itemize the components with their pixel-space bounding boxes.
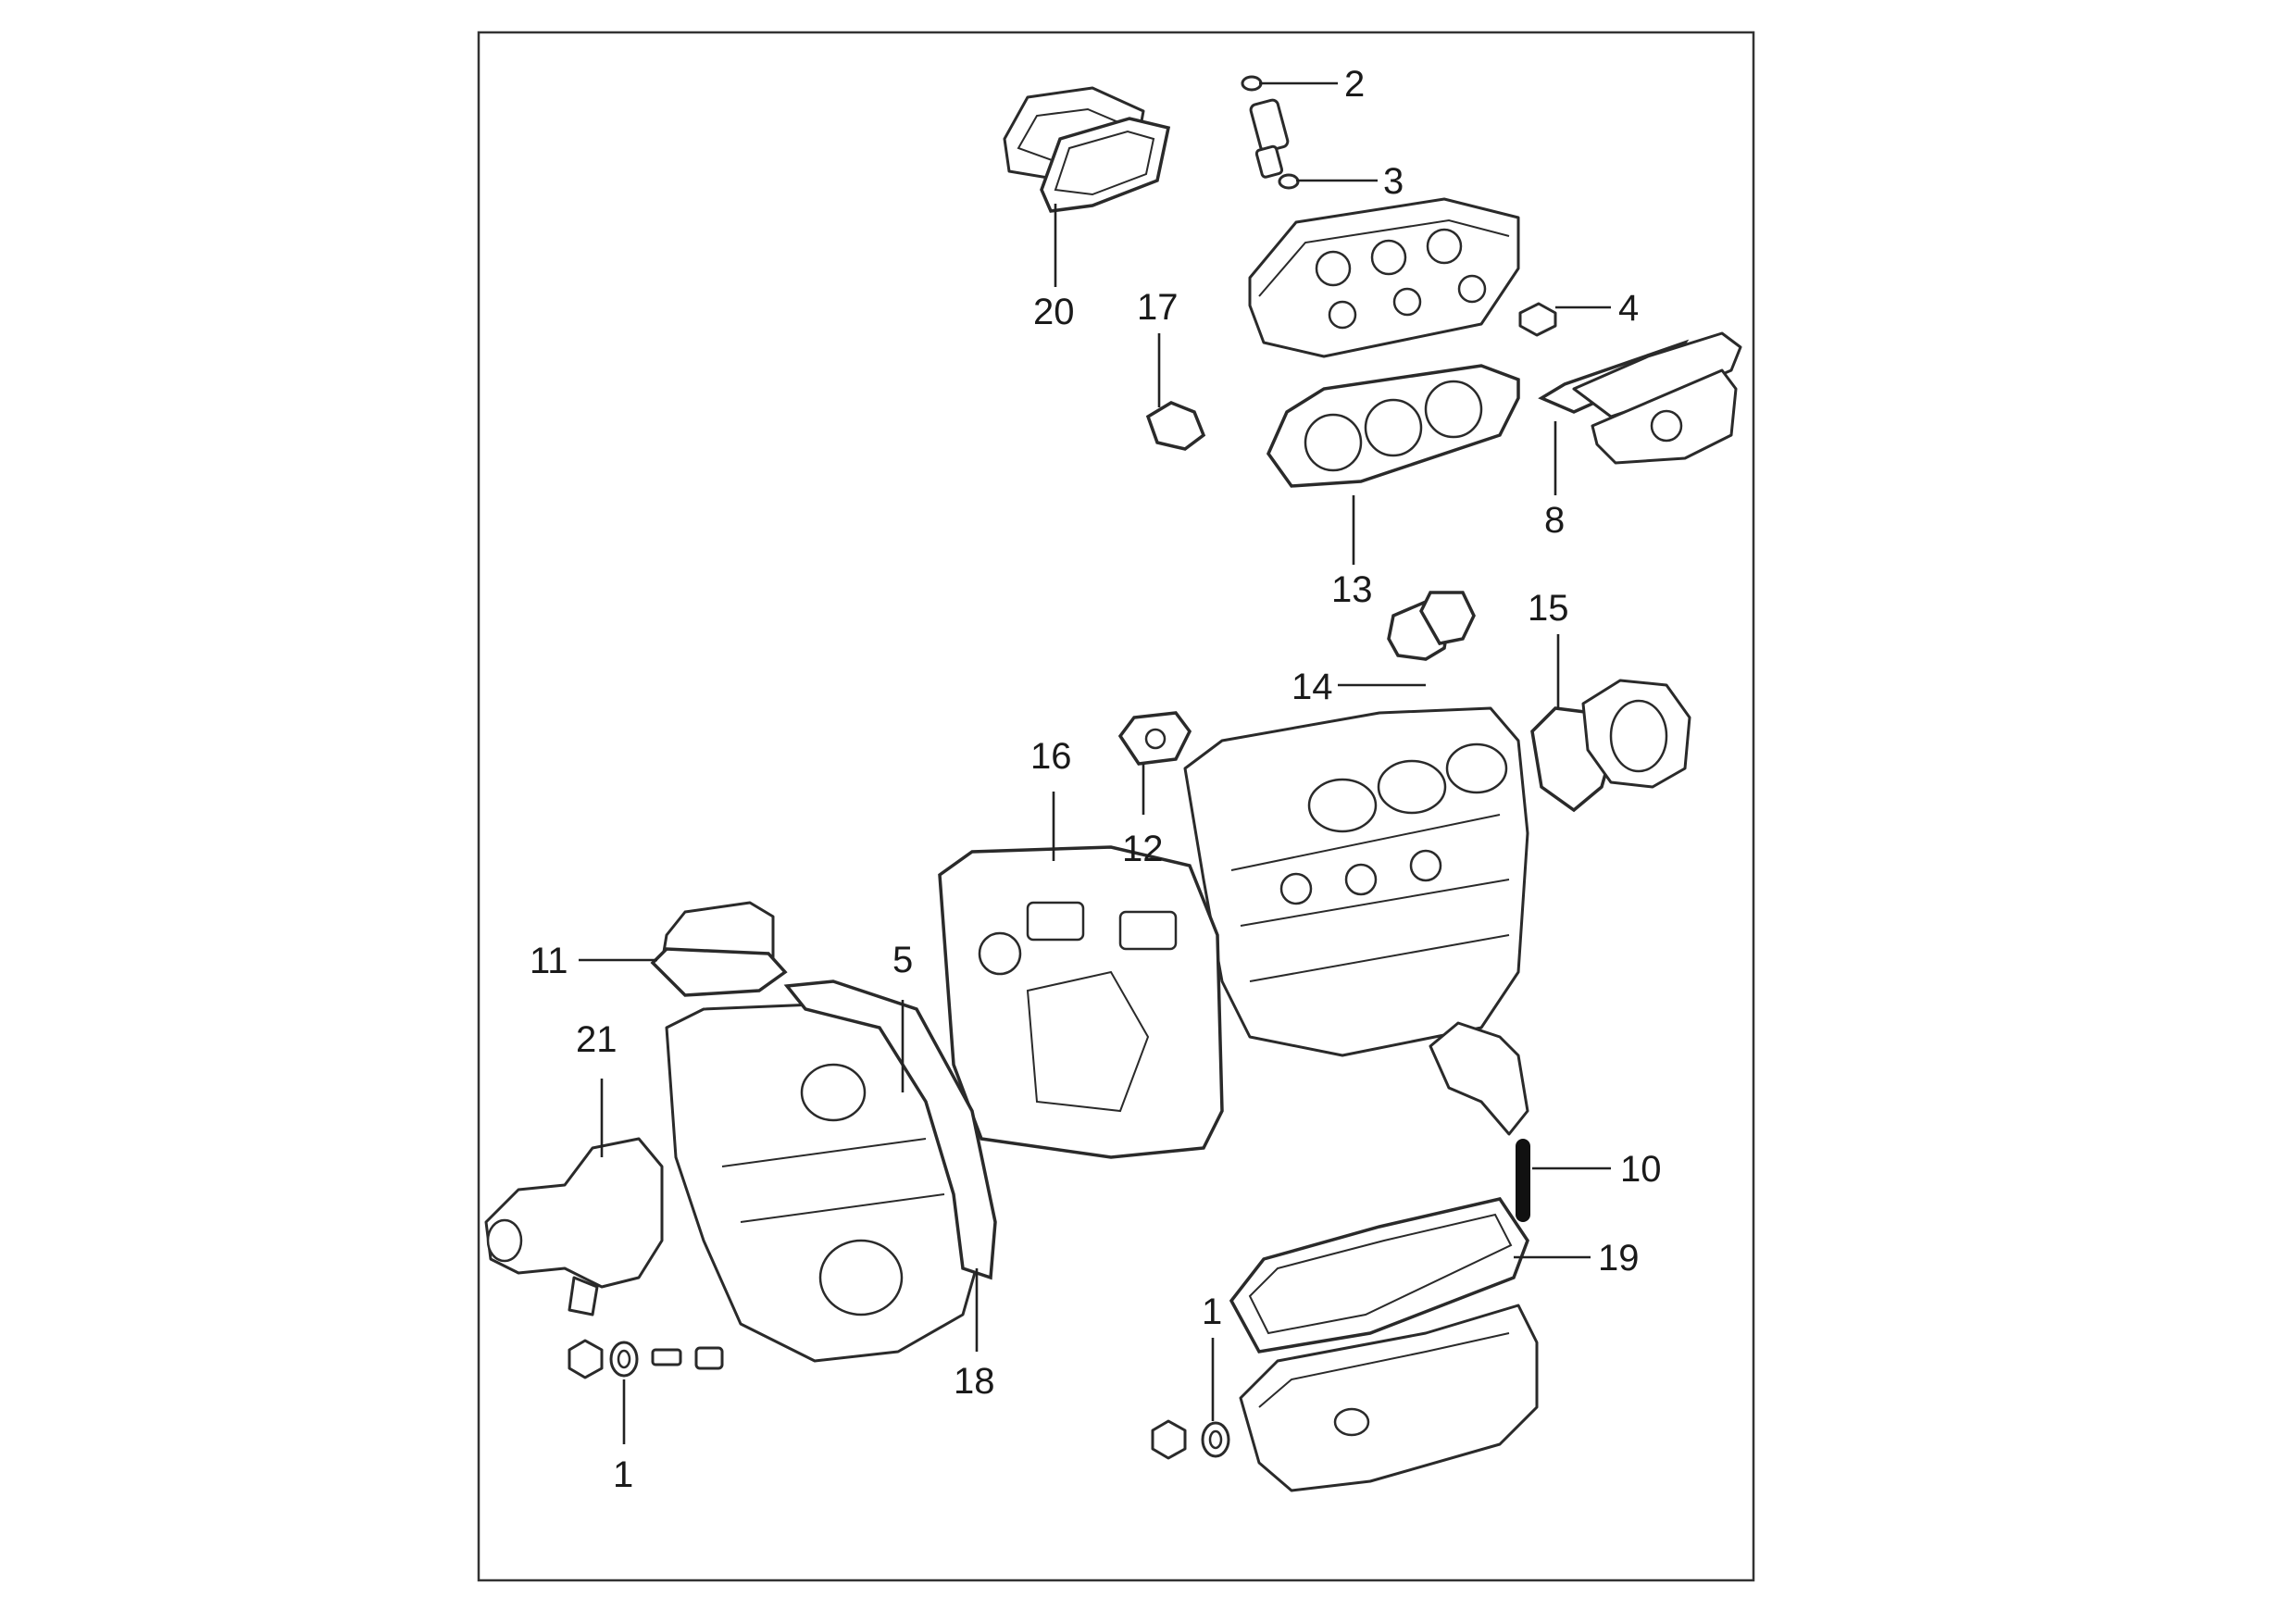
callout-8: 8 [1544, 500, 1565, 541]
callout-17: 17 [1137, 287, 1179, 328]
part-17-thermostat-gasket [1145, 401, 1206, 451]
part-8-manifold-gasket [1538, 331, 1742, 465]
callout-1-left: 1 [613, 1454, 633, 1495]
part-10-o-ring [1516, 1139, 1530, 1222]
callout-20: 20 [1033, 292, 1075, 332]
callout-3: 3 [1383, 161, 1404, 202]
part-20-rocker-cover-gasket [1003, 86, 1171, 213]
part-16-gear-case-gasket [938, 845, 1224, 1159]
part-1-drain-plug-right [1151, 1419, 1230, 1460]
callout-21: 21 [576, 1019, 618, 1060]
part-15-housing-gasket [1530, 679, 1691, 813]
part-19-oil-pan [1229, 1197, 1539, 1492]
cylinder-block [1183, 706, 1529, 1057]
part-18-timing-cover [665, 979, 997, 1363]
part-13-head-gasket [1266, 364, 1520, 488]
callout-19: 19 [1598, 1238, 1640, 1279]
callout-1-right: 1 [1202, 1291, 1222, 1332]
callout-12: 12 [1122, 829, 1164, 869]
callout-11: 11 [530, 941, 568, 981]
callout-labels: 2 3 20 17 4 8 13 15 14 16 12 11 5 21 10 … [530, 64, 1662, 1495]
cylinder-head [1248, 197, 1520, 358]
diagram-frame [477, 31, 1755, 1582]
callout-18: 18 [954, 1361, 995, 1402]
callout-14: 14 [1292, 667, 1333, 707]
oil-strainer [1429, 1021, 1529, 1136]
part-1-drain-plug-left [568, 1339, 724, 1379]
callout-15: 15 [1528, 588, 1569, 629]
leader-lines [579, 81, 1611, 1444]
callout-16: 16 [1030, 736, 1072, 777]
part-4-cap [1518, 302, 1557, 337]
callout-13: 13 [1331, 569, 1373, 610]
callout-5: 5 [892, 940, 913, 980]
callout-4: 4 [1618, 288, 1639, 329]
part-11-housing-gasket [650, 901, 788, 997]
callout-10: 10 [1620, 1149, 1662, 1190]
part-12-plate-gasket [1117, 711, 1192, 766]
part-21-water-pump [484, 1137, 664, 1316]
part-14-gaskets [1387, 591, 1476, 661]
callout-2: 2 [1344, 64, 1365, 105]
part-2-3-injector-seals [1241, 75, 1300, 190]
